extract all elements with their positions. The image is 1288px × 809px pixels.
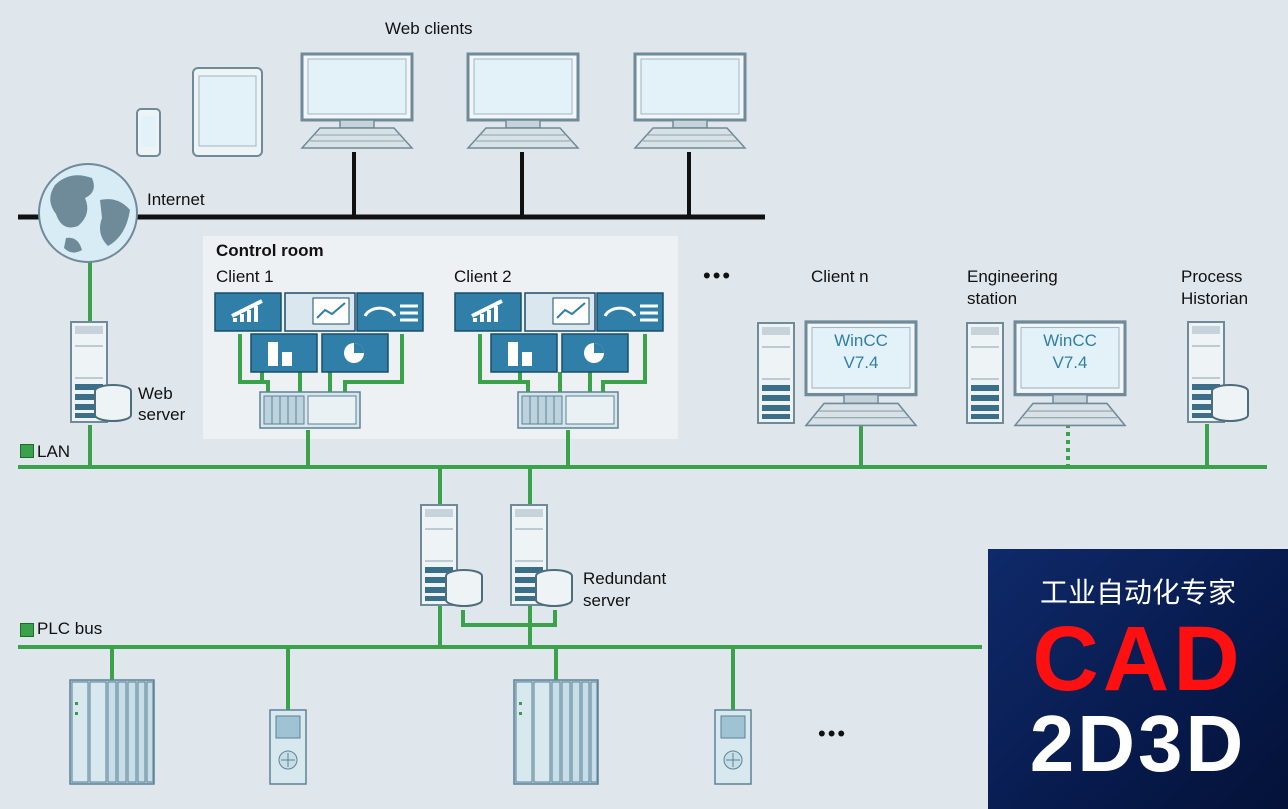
internet-label: Internet xyxy=(147,190,205,209)
engineering-station-label-line1: Engineering xyxy=(967,267,1058,286)
more-plcs-ellipsis: ••• xyxy=(818,721,848,746)
plc-bus-label: PLC bus xyxy=(37,619,103,638)
client-2-rack-icon xyxy=(517,391,619,429)
client-2-label: Client 2 xyxy=(454,267,512,286)
engineering-station-label-line2: station xyxy=(967,289,1018,308)
brand-line1: 工业自动化专家 xyxy=(1039,576,1236,609)
brand-line3: 2D3D xyxy=(1029,699,1247,788)
tablet-icon xyxy=(192,67,263,157)
eng-screen-line1: WinCC xyxy=(1043,331,1097,350)
brand-line2: CAD xyxy=(1032,608,1244,710)
client-1-panels xyxy=(214,292,424,373)
historian-database-icon xyxy=(1211,384,1249,422)
client-n-screen-line2: V7.4 xyxy=(843,353,879,372)
client-n-screen-line1: WinCC xyxy=(834,331,888,350)
brand-watermark: 工业自动化专家 CAD 2D3D xyxy=(988,549,1288,809)
more-clients-ellipsis: ••• xyxy=(703,263,733,288)
smartphone-icon xyxy=(136,108,161,157)
web-client-monitor-3-icon xyxy=(633,52,747,150)
plc-large-1-icon xyxy=(69,679,155,785)
control-room-label: Control room xyxy=(216,241,324,260)
client-1-label: Client 1 xyxy=(216,267,274,286)
web-client-monitor-2-icon xyxy=(466,52,580,150)
redundant-server-label-line1: Redundant xyxy=(583,569,667,588)
web-server-label-line2: server xyxy=(138,405,186,424)
engineering-tower-icon xyxy=(966,322,1004,424)
plc-small-2-icon xyxy=(714,709,752,785)
web-server-label-line1: Web xyxy=(138,384,173,403)
redundant-server-1-database-icon xyxy=(445,569,483,607)
plc-large-2-icon xyxy=(513,679,599,785)
lan-label: LAN xyxy=(37,442,71,461)
process-historian-label-line2: Historian xyxy=(1181,289,1249,308)
redundant-server-2-database-icon xyxy=(535,569,573,607)
plc-bus-legend-square xyxy=(20,623,34,637)
plc-small-1-icon xyxy=(269,709,307,785)
redundant-server-label-line2: server xyxy=(583,591,631,610)
process-historian-label-line1: Process xyxy=(1181,267,1243,286)
client-2-panels xyxy=(454,292,664,373)
eng-screen-line2: V7.4 xyxy=(1052,353,1088,372)
web-server-database-icon xyxy=(94,384,132,422)
web-client-monitor-1-icon xyxy=(300,52,414,150)
client-1-rack-icon xyxy=(259,391,361,429)
globe-icon xyxy=(38,163,138,263)
client-n-tower-icon xyxy=(757,322,795,424)
client-n-label: Client n xyxy=(811,267,869,286)
network-links xyxy=(88,262,1209,712)
lan-legend-square xyxy=(20,444,34,458)
web-clients-label: Web clients xyxy=(385,19,473,38)
